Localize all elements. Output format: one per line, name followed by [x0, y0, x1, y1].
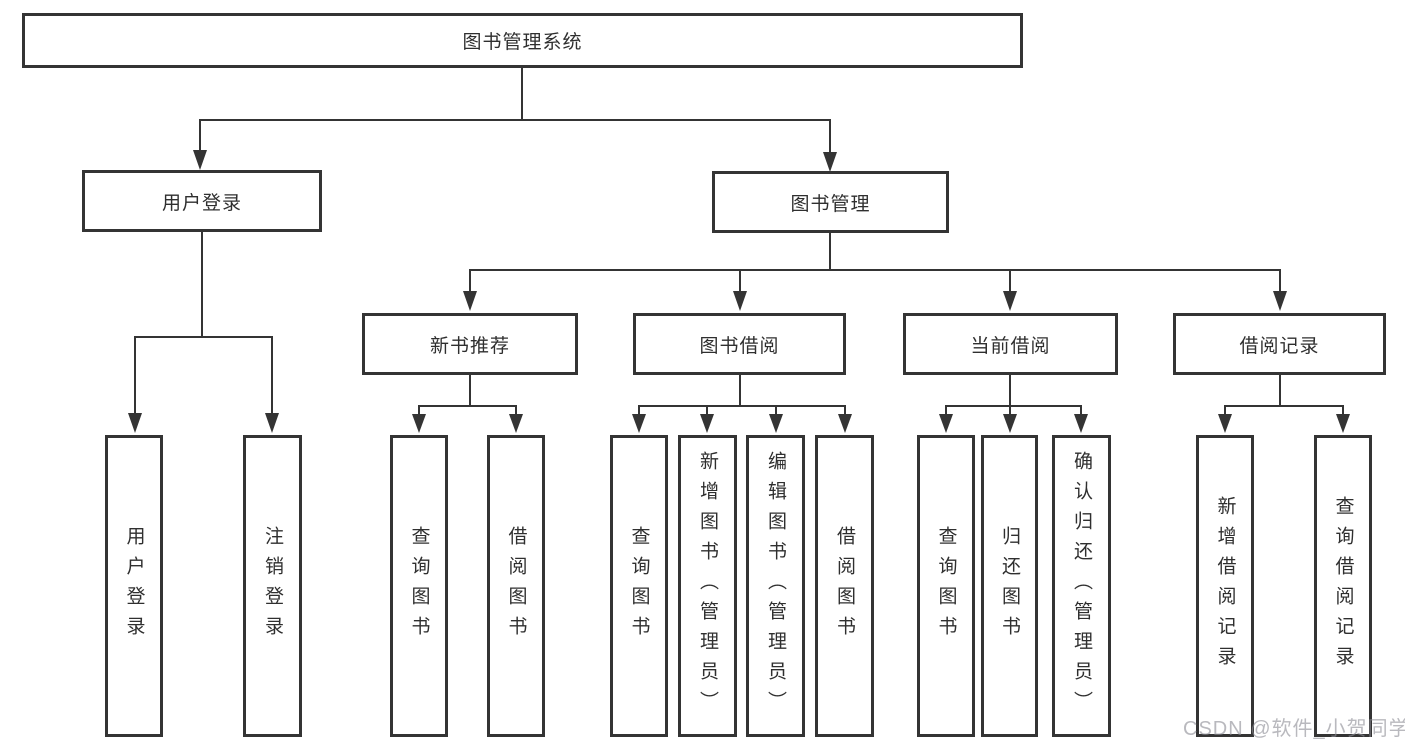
arrowhead-icon	[463, 291, 477, 311]
leaf-current-return-label: 归还图书	[999, 526, 1020, 646]
node-current-borrow: 当前借阅	[903, 313, 1118, 375]
leaf-current-confirm-admin-label: 确认归还（管理员）	[1071, 451, 1092, 721]
arrowhead-icon	[509, 414, 523, 433]
leaf-borrow-edit-admin: 编辑图书（管理员）	[746, 435, 805, 737]
leaf-borrow-query-label: 查询图书	[628, 526, 650, 646]
node-root-label: 图书管理系统	[462, 32, 583, 53]
arrowhead-icon	[1003, 414, 1017, 433]
leaf-current-query-label: 查询图书	[935, 526, 957, 646]
arrowhead-icon	[1273, 291, 1287, 311]
leaf-borrow-edit-admin-label: 编辑图书（管理员）	[765, 451, 786, 721]
node-user-login-label: 用户登录	[161, 192, 242, 214]
leaf-user-login: 用户登录	[105, 435, 163, 737]
leaf-current-query: 查询图书	[917, 435, 975, 737]
leaf-newbooks-borrow-label: 借阅图书	[505, 526, 527, 646]
node-new-books-label: 新书推荐	[429, 335, 510, 357]
leaf-newbooks-query-label: 查询图书	[408, 526, 430, 646]
arrowhead-icon	[769, 414, 783, 433]
leaf-borrow-book: 借阅图书	[815, 435, 874, 737]
leaf-borrow-add-admin-label: 新增图书（管理员）	[697, 451, 718, 721]
leaf-borrow-book-label: 借阅图书	[834, 526, 855, 646]
arrowhead-icon	[1003, 291, 1017, 311]
arrowhead-icon	[1218, 414, 1232, 433]
node-root: 图书管理系统	[22, 13, 1023, 68]
borrow-records-connector-line	[1224, 375, 1344, 416]
arrowhead-icon	[412, 414, 426, 433]
arrowhead-icon	[265, 413, 279, 433]
node-book-mgmt: 图书管理	[712, 171, 949, 233]
leaf-borrow-add-admin: 新增图书（管理员）	[678, 435, 737, 737]
current-borrow-connector-line	[945, 375, 1082, 416]
connector-lines	[134, 68, 1344, 416]
leaf-records-add: 新增借阅记录	[1196, 435, 1254, 737]
node-current-borrow-label: 当前借阅	[970, 335, 1051, 357]
arrowhead-icon	[838, 414, 852, 433]
leaf-records-add-label: 新增借阅记录	[1214, 496, 1236, 676]
book-borrow-connector-line	[638, 375, 846, 416]
leaf-records-query-label: 查询借阅记录	[1332, 496, 1354, 676]
arrowhead-icon	[1336, 414, 1350, 433]
arrowhead-icon	[939, 414, 953, 433]
user-login-connector-line	[134, 232, 273, 415]
root-connector-line	[199, 68, 831, 154]
book-mgmt-connector-line	[469, 233, 1281, 293]
node-borrow-records: 借阅记录	[1173, 313, 1386, 375]
leaf-current-confirm-admin: 确认归还（管理员）	[1052, 435, 1111, 737]
leaf-current-return: 归还图书	[981, 435, 1038, 737]
arrowhead-icon	[193, 150, 207, 170]
node-book-borrow-label: 图书借阅	[699, 335, 780, 357]
node-borrow-records-label: 借阅记录	[1239, 335, 1320, 357]
arrowhead-icon	[1074, 414, 1088, 433]
arrowhead-icon	[733, 291, 747, 311]
node-user-login: 用户登录	[82, 170, 322, 232]
arrowhead-icon	[700, 414, 714, 433]
leaf-borrow-query: 查询图书	[610, 435, 668, 737]
node-book-borrow: 图书借阅	[633, 313, 846, 375]
arrowhead-icon	[823, 152, 837, 172]
leaf-logout: 注销登录	[243, 435, 302, 737]
leaf-newbooks-borrow: 借阅图书	[487, 435, 545, 737]
connector-arrowheads	[128, 150, 1350, 433]
arrowhead-icon	[632, 414, 646, 433]
new-books-connector-line	[418, 375, 517, 416]
leaf-records-query: 查询借阅记录	[1314, 435, 1372, 737]
node-new-books: 新书推荐	[362, 313, 578, 375]
arrowhead-icon	[128, 413, 142, 433]
leaf-user-login-label: 用户登录	[123, 526, 145, 646]
leaf-logout-label: 注销登录	[262, 526, 283, 646]
leaf-newbooks-query: 查询图书	[390, 435, 448, 737]
node-book-mgmt-label: 图书管理	[790, 193, 871, 215]
